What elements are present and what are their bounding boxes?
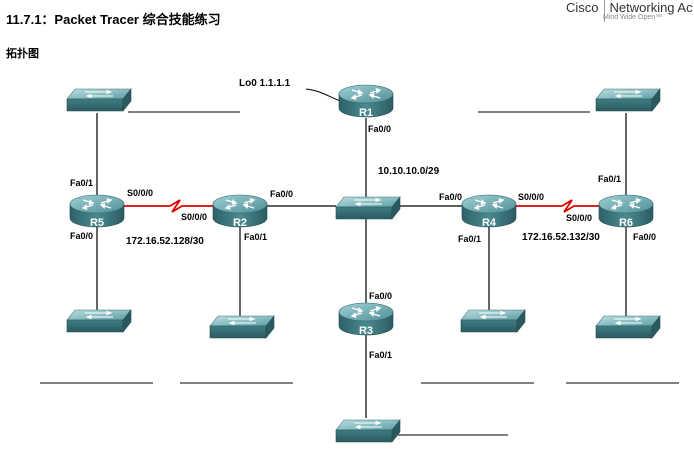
r5-fa00-label: Fa0/0 xyxy=(70,231,93,241)
r4-s000-label: S0/0/0 xyxy=(518,192,544,202)
ethernet-links xyxy=(96,113,627,418)
router-name-r2: R2 xyxy=(233,217,247,229)
r5-fa01-label: Fa0/1 xyxy=(70,178,93,188)
page-title: 11.7.1：Packet Tracer 综合技能练习 xyxy=(6,12,221,27)
blank-lines xyxy=(40,111,679,436)
switch-icon-top-left xyxy=(66,88,132,112)
r2-s000-label: S0/0/0 xyxy=(181,212,207,222)
router-name-r5: R5 xyxy=(90,217,104,229)
switch-icon-bottom-left-1 xyxy=(66,309,132,333)
switch-icon-bottom-left-2 xyxy=(209,315,275,339)
router-name-r4: R4 xyxy=(482,217,497,229)
switch-icon-center xyxy=(335,196,401,220)
cisco-brand: Cisco Networking Ac Mind Wide Open™ xyxy=(566,0,693,22)
router-name-r6: R6 xyxy=(619,217,633,229)
r4-fa00-label: Fa0/0 xyxy=(439,192,462,202)
loopback-pointer xyxy=(305,88,341,102)
router-name-r1: R1 xyxy=(359,107,373,119)
switch-icon-bottom-right-2 xyxy=(595,315,661,339)
r2-fa01-label: Fa0/1 xyxy=(244,232,267,242)
brand-tagline: Mind Wide Open™ xyxy=(603,14,663,21)
switch-icon-top-right xyxy=(595,88,661,112)
r5-s000-label: S0/0/0 xyxy=(127,188,153,198)
router-icon-r1: R1 xyxy=(338,84,394,119)
r6-fa00-label: Fa0/0 xyxy=(633,232,656,242)
left-serial-network-label: 172.16.52.128/30 xyxy=(126,236,204,247)
center-network-label: 10.10.10.0/29 xyxy=(378,166,440,177)
r4-fa01-label: Fa0/1 xyxy=(458,234,481,244)
switch-icon-bottom-right-1 xyxy=(460,309,526,333)
r1-fa00-label: Fa0/0 xyxy=(368,124,391,134)
brand-product: Networking Ac xyxy=(609,0,693,15)
right-serial-network-label: 172.16.52.132/30 xyxy=(522,232,600,243)
switch-icon-bottom-center xyxy=(335,419,401,443)
r6-s000-label: S0/0/0 xyxy=(566,213,592,223)
router-icon-r4: R4 xyxy=(461,194,517,229)
serial-link-r5-r2 xyxy=(124,199,214,213)
loopback-label: Lo0 1.1.1.1 xyxy=(239,78,291,89)
r6-fa01-label: Fa0/1 xyxy=(598,174,621,184)
router-icon-r2: R2 xyxy=(212,194,268,229)
brand-name: Cisco xyxy=(566,0,599,15)
router-icon-r3: R3 xyxy=(338,302,394,337)
r3-fa01-label: Fa0/1 xyxy=(369,350,392,360)
router-name-r3: R3 xyxy=(359,325,373,337)
serial-link-r4-r6 xyxy=(516,199,600,213)
serial-links xyxy=(124,199,600,213)
router-icon-r6: R6 xyxy=(598,194,654,229)
r3-fa00-label: Fa0/0 xyxy=(369,291,392,301)
router-icon-r5: R5 xyxy=(69,194,125,229)
r2-fa00-label: Fa0/0 xyxy=(270,189,293,199)
topology-heading: 拓扑图 xyxy=(6,48,39,60)
